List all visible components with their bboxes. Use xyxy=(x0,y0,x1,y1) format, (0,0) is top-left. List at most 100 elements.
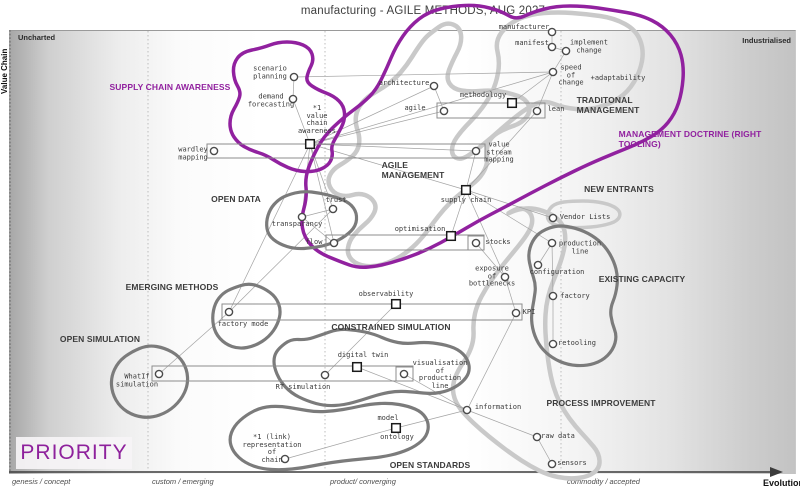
node-methodology[interactable] xyxy=(506,97,518,109)
node-agile[interactable] xyxy=(439,106,449,116)
node-label-trust[interactable]: trust xyxy=(325,196,347,205)
node-label-supplychain[interactable]: supply chain xyxy=(440,196,492,205)
node-manufacturer[interactable] xyxy=(547,27,557,37)
edge-productionline-factory xyxy=(551,242,554,297)
node-label-digitaltwin[interactable]: digital twin xyxy=(337,351,389,360)
edge-demand-awareness xyxy=(292,98,311,145)
node-label-flow[interactable]: flow xyxy=(305,238,323,247)
region-constrained-simulation xyxy=(272,327,471,408)
edge-awareness-speed xyxy=(309,71,554,145)
pipeline[interactable] xyxy=(467,235,485,251)
node-observability[interactable] xyxy=(390,298,402,310)
node-label-retooling[interactable]: retooling xyxy=(558,339,596,348)
node-label-speed[interactable]: speed of change xyxy=(558,63,584,87)
node-label-model[interactable]: model xyxy=(377,414,399,423)
node-label-exposure[interactable]: exposure of bottlenecks xyxy=(468,264,516,288)
node-demand[interactable] xyxy=(288,94,298,104)
region-label-traditional-management: TRADITONAL MANAGEMENT xyxy=(576,95,640,115)
node-label-chain[interactable]: *1 (link) representation of chain xyxy=(242,432,302,464)
node-label-productionline[interactable]: production line xyxy=(558,239,602,255)
node-lean[interactable] xyxy=(532,106,542,116)
node-label-adaptability[interactable]: +adaptability xyxy=(590,74,646,83)
node-architecture[interactable] xyxy=(429,81,439,91)
edge-awareness-architecture xyxy=(309,85,435,145)
region-emerging-methods xyxy=(211,282,282,350)
node-model[interactable] xyxy=(390,422,402,434)
node-rawdata[interactable] xyxy=(532,432,542,442)
node-transparancy[interactable] xyxy=(297,212,307,222)
node-whatif[interactable] xyxy=(154,369,164,379)
node-speed[interactable] xyxy=(548,67,558,77)
priority-badge: PRIORITY xyxy=(16,437,132,469)
node-kpi[interactable] xyxy=(511,308,521,318)
node-label-visualisation[interactable]: visualisation of production line xyxy=(412,358,468,390)
pipeline[interactable] xyxy=(395,366,414,382)
node-label-methodology[interactable]: methodology xyxy=(459,91,507,100)
node-factory[interactable] xyxy=(548,291,558,301)
edge-information-kpi xyxy=(466,312,517,411)
node-scenario[interactable] xyxy=(289,72,299,82)
node-label-kpi[interactable]: KPI xyxy=(522,308,536,317)
pipeline[interactable] xyxy=(436,102,546,119)
node-optimisation[interactable] xyxy=(445,230,457,242)
node-valuestream[interactable] xyxy=(471,146,481,156)
node-label-optimisation[interactable]: optimisation xyxy=(394,225,446,234)
node-label-valuestream[interactable]: value stream mapping xyxy=(484,140,514,164)
node-label-factorymode[interactable]: factory mode xyxy=(217,320,269,329)
node-implement[interactable] xyxy=(561,46,571,56)
node-wardley[interactable] xyxy=(209,146,219,156)
node-label-sensors[interactable]: sensors xyxy=(557,459,587,468)
node-label-configuration[interactable]: configuration xyxy=(529,268,585,277)
node-label-factory[interactable]: factory xyxy=(560,292,590,301)
node-vendorlists[interactable] xyxy=(548,213,558,223)
node-label-architecture[interactable]: architecture xyxy=(378,79,430,88)
node-label-transparancy[interactable]: transparancy xyxy=(271,220,323,229)
node-chain[interactable] xyxy=(280,454,290,464)
node-label-rtsim[interactable]: RT simulation xyxy=(275,383,331,392)
node-trust[interactable] xyxy=(328,204,338,214)
node-label-awareness[interactable]: *1 value chain awareness xyxy=(298,103,336,135)
pipeline[interactable] xyxy=(206,143,486,159)
node-rtsim[interactable] xyxy=(320,370,330,380)
node-label-information[interactable]: information xyxy=(474,403,522,412)
region-label-open-simulation: OPEN SIMULATION xyxy=(59,334,141,344)
node-stocks[interactable] xyxy=(471,238,481,248)
node-label-manufacturer[interactable]: manufacturer xyxy=(498,23,550,32)
pipeline[interactable] xyxy=(221,303,523,321)
node-label-lean[interactable]: lean xyxy=(547,105,565,114)
node-digitaltwin[interactable] xyxy=(351,361,363,373)
node-label-implement[interactable]: implement change xyxy=(570,38,608,54)
edge-architecture-agile xyxy=(433,85,445,112)
node-label-ontology[interactable]: ontology xyxy=(380,433,414,442)
node-productionline[interactable] xyxy=(547,238,557,248)
node-label-scenario[interactable]: scenario planning xyxy=(253,64,287,80)
node-supplychain[interactable] xyxy=(460,184,472,196)
node-label-demand[interactable]: demand forecasting xyxy=(247,92,295,108)
node-visualisation[interactable] xyxy=(399,369,409,379)
node-configuration[interactable] xyxy=(533,260,543,270)
edge-digitaltwin-information xyxy=(356,366,468,411)
region-label-process-improvement: PROCESS IMPROVEMENT xyxy=(546,398,656,408)
node-label-whatif[interactable]: WhatIf simulation xyxy=(115,372,159,388)
node-manifest[interactable] xyxy=(547,42,557,52)
node-label-stocks[interactable]: stocks xyxy=(485,238,511,247)
node-sensors[interactable] xyxy=(547,459,557,469)
node-label-observability[interactable]: observability xyxy=(358,290,414,299)
map-canvas xyxy=(9,30,796,474)
node-awareness[interactable] xyxy=(304,138,316,150)
node-label-manifest[interactable]: manifest xyxy=(515,39,549,48)
node-label-wardley[interactable]: wardley mapping xyxy=(178,145,208,161)
edge-exposure-kpi xyxy=(504,276,517,314)
region-existing-capacity xyxy=(527,224,619,368)
edge-rtsim-observability xyxy=(324,303,397,376)
node-retooling[interactable] xyxy=(548,339,558,349)
node-factorymode[interactable] xyxy=(224,307,234,317)
node-flow[interactable] xyxy=(329,238,339,248)
node-information[interactable] xyxy=(462,405,472,415)
region-open-data xyxy=(265,190,359,251)
node-label-agile[interactable]: agile xyxy=(404,104,426,113)
stage-label-custom: custom / emerging xyxy=(152,477,214,486)
node-exposure[interactable] xyxy=(500,272,510,282)
node-label-rawdata[interactable]: raw data xyxy=(541,432,575,441)
node-label-vendorlists[interactable]: Vendor Lists xyxy=(559,213,611,222)
